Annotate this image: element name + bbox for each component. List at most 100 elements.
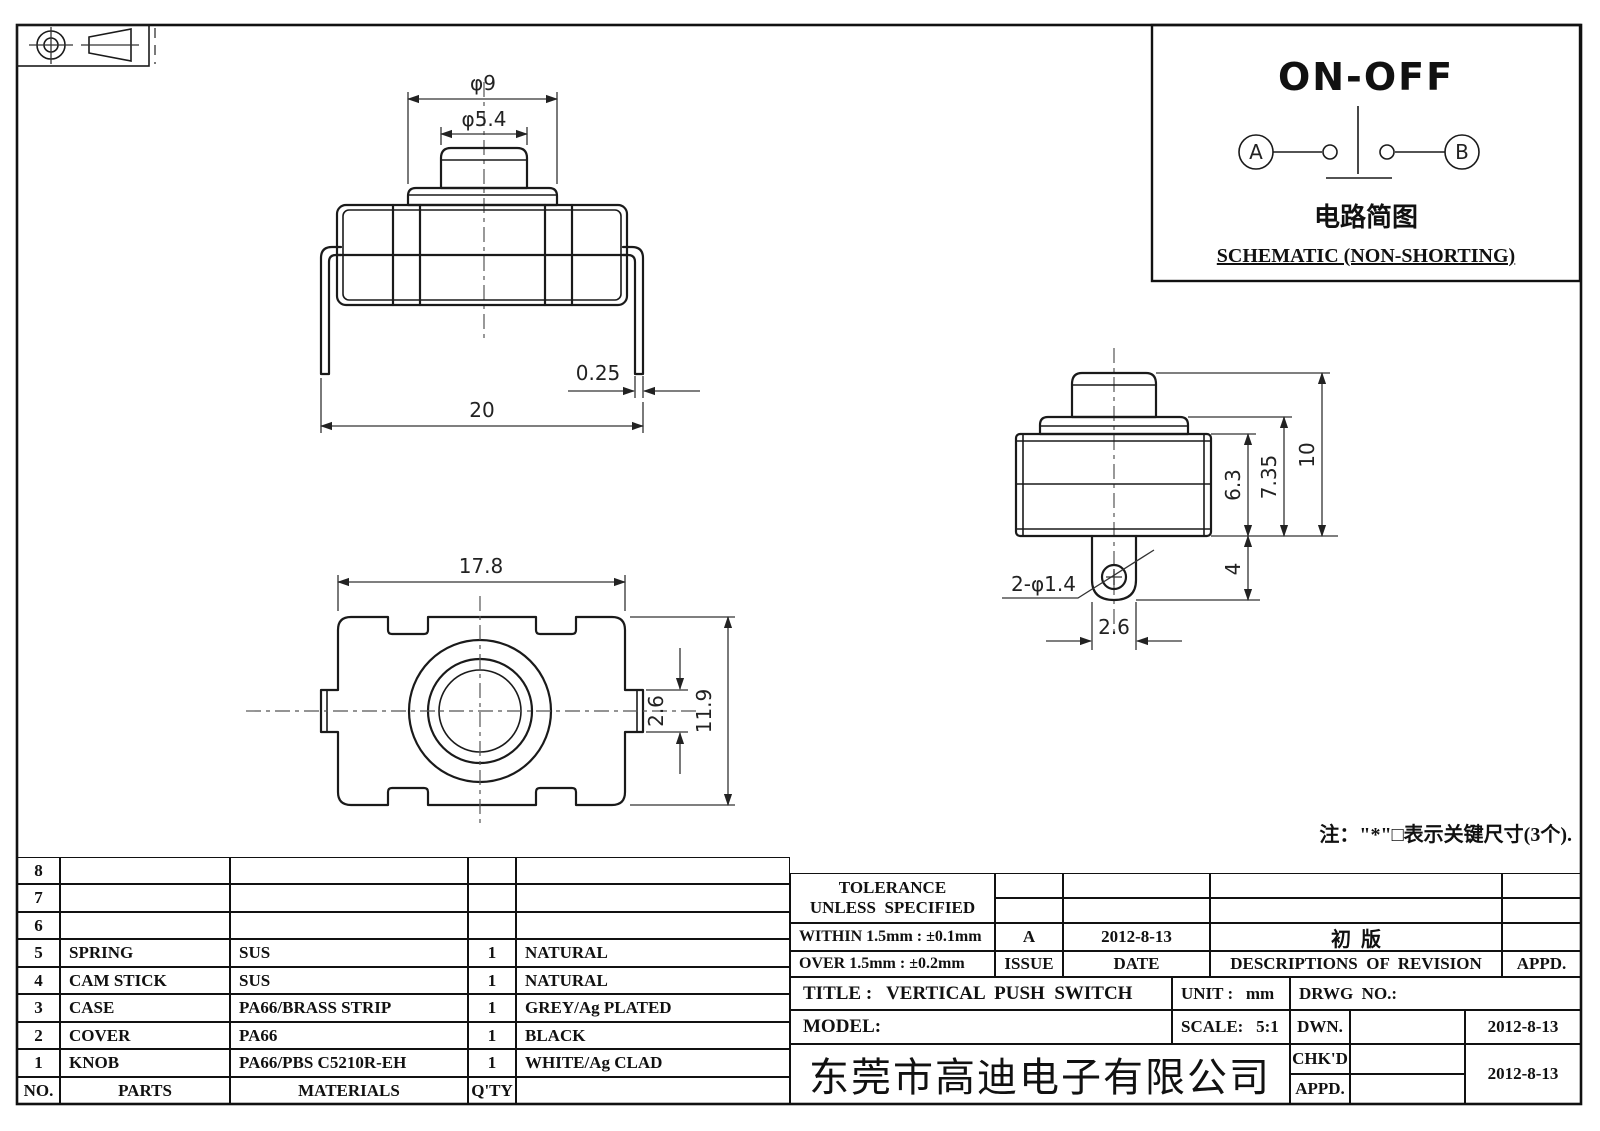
model-field: MODEL:	[790, 1010, 1172, 1044]
parts-row-material: SUS	[230, 967, 468, 994]
parts-row-part: CAM STICK	[60, 967, 230, 994]
revision-description-label: DESCRIPTIONS OF REVISION	[1210, 951, 1502, 977]
parts-row-no: 4	[17, 967, 60, 994]
tolerance-line1: TOLERANCE	[838, 878, 947, 897]
parts-row-finish	[516, 857, 790, 884]
chkd-label: CHK'D	[1290, 1044, 1350, 1074]
parts-row-material: PA66/BRASS STRIP	[230, 994, 468, 1022]
parts-row-finish	[516, 912, 790, 939]
revision-date-value: 2012-8-13	[1063, 923, 1210, 951]
revision-empty-cell	[1502, 873, 1581, 898]
front-dim-knob-base: φ9	[470, 71, 496, 95]
parts-row-part: CASE	[60, 994, 230, 1022]
company-name: 东莞市高迪电子有限公司	[790, 1044, 1290, 1104]
schematic-caption-en: SCHEMATIC (NON-SHORTING)	[1216, 245, 1516, 267]
front-dim-knob-top: φ5.4	[462, 107, 507, 131]
parts-row-no: 5	[17, 939, 60, 967]
parts-header-qty: Q'TY	[468, 1077, 516, 1104]
parts-row-part	[60, 912, 230, 939]
front-dim-lead-thickness: 0.25	[576, 361, 621, 385]
parts-row-qty	[468, 857, 516, 884]
parts-row-material	[230, 912, 468, 939]
parts-header-finish	[516, 1077, 790, 1104]
parts-row-no: 2	[17, 1022, 60, 1049]
parts-row-material: SUS	[230, 939, 468, 967]
appd-signature-cell	[1350, 1074, 1465, 1104]
key-dimension-note: 注："*"□表示关键尺寸(3个).	[1319, 824, 1572, 846]
parts-row-qty: 1	[468, 967, 516, 994]
front-view-drawing: φ9 φ5.4 0.25 20	[319, 71, 700, 433]
projection-symbol-icon	[16, 24, 156, 67]
dwn-signature-cell	[1350, 1010, 1465, 1044]
parts-row-part: COVER	[60, 1022, 230, 1049]
revision-date-label: DATE	[1063, 951, 1210, 977]
scale-field: SCALE: 5:1	[1172, 1010, 1290, 1044]
revision-empty-cell	[1210, 898, 1502, 923]
front-dim-lead-span: 20	[469, 398, 494, 422]
revision-empty-cell	[995, 898, 1063, 923]
revision-appd-label: APPD.	[1502, 951, 1581, 977]
parts-row-finish: WHITE/Ag CLAD	[516, 1049, 790, 1077]
parts-row-qty	[468, 912, 516, 939]
dwn-label: DWN.	[1290, 1010, 1350, 1044]
parts-header-parts: PARTS	[60, 1077, 230, 1104]
schematic-title: ON-OFF	[1277, 55, 1455, 99]
side-dim-pin-width: 2.6	[1098, 615, 1130, 639]
parts-row-part	[60, 857, 230, 884]
tolerance-over: OVER 1.5mm : ±0.2mm	[790, 951, 995, 977]
dwn-date: 2012-8-13	[1465, 1010, 1581, 1044]
terminal-a-label: A	[1249, 140, 1263, 164]
side-dim-pin-length: 4	[1221, 563, 1245, 576]
terminal-b-label: B	[1455, 140, 1469, 164]
chkd-signature-cell	[1350, 1044, 1465, 1074]
tolerance-line2: UNLESS SPECIFIED	[809, 898, 976, 917]
parts-row-finish	[516, 884, 790, 912]
drwg-no-field: DRWG NO.:	[1290, 977, 1581, 1010]
parts-row-material	[230, 884, 468, 912]
side-dim-total-height: 10	[1295, 442, 1319, 467]
parts-row-qty: 1	[468, 1049, 516, 1077]
tolerance-within: WITHIN 1.5mm : ±0.1mm	[790, 923, 995, 951]
side-dim-holes: 2-φ1.4	[1011, 572, 1076, 596]
parts-row-material	[230, 857, 468, 884]
chk-date: 2012-8-13	[1465, 1044, 1581, 1104]
parts-row-part	[60, 884, 230, 912]
revision-empty-cell	[1502, 898, 1581, 923]
parts-row-no: 1	[17, 1049, 60, 1077]
parts-row-material: PA66/PBS C5210R-EH	[230, 1049, 468, 1077]
parts-row-part: KNOB	[60, 1049, 230, 1077]
parts-row-part: SPRING	[60, 939, 230, 967]
top-dim-width: 17.8	[459, 554, 504, 578]
top-view-drawing: 17.8 2.6 11.9	[246, 554, 735, 828]
parts-header-no: NO.	[17, 1077, 60, 1104]
drawing-title: TITLE : VERTICAL PUSH SWITCH	[790, 977, 1172, 1010]
revision-empty-cell	[1063, 898, 1210, 923]
revision-empty-cell	[1210, 873, 1502, 898]
parts-header-materials: MATERIALS	[230, 1077, 468, 1104]
side-dim-body-height: 6.3	[1221, 469, 1245, 501]
revision-empty-cell	[995, 873, 1063, 898]
parts-row-qty: 1	[468, 1022, 516, 1049]
schematic-caption-cn: 电路简图	[1313, 203, 1418, 232]
top-dim-tab: 2.6	[644, 695, 668, 727]
parts-row-finish: GREY/Ag PLATED	[516, 994, 790, 1022]
revision-empty-cell	[1063, 873, 1210, 898]
parts-row-material: PA66	[230, 1022, 468, 1049]
revision-description-value: 初 版	[1210, 923, 1502, 951]
side-view-drawing: 2-φ1.4 6.3 7.35 10 4 2.6	[1002, 348, 1338, 650]
parts-row-no: 6	[17, 912, 60, 939]
top-dim-depth: 11.9	[692, 689, 716, 734]
parts-row-finish: NATURAL	[516, 939, 790, 967]
parts-row-finish: BLACK	[516, 1022, 790, 1049]
parts-row-finish: NATURAL	[516, 967, 790, 994]
revision-issue-value: A	[995, 923, 1063, 951]
revision-appd-value	[1502, 923, 1581, 951]
schematic-symbol: A B	[1150, 23, 1582, 283]
unit-field: UNIT : mm	[1172, 977, 1290, 1010]
side-dim-flange-height: 7.35	[1257, 455, 1281, 500]
tolerance-header: TOLERANCE UNLESS SPECIFIED	[790, 873, 995, 923]
sheet-border	[15, 23, 1583, 1106]
parts-row-qty	[468, 884, 516, 912]
